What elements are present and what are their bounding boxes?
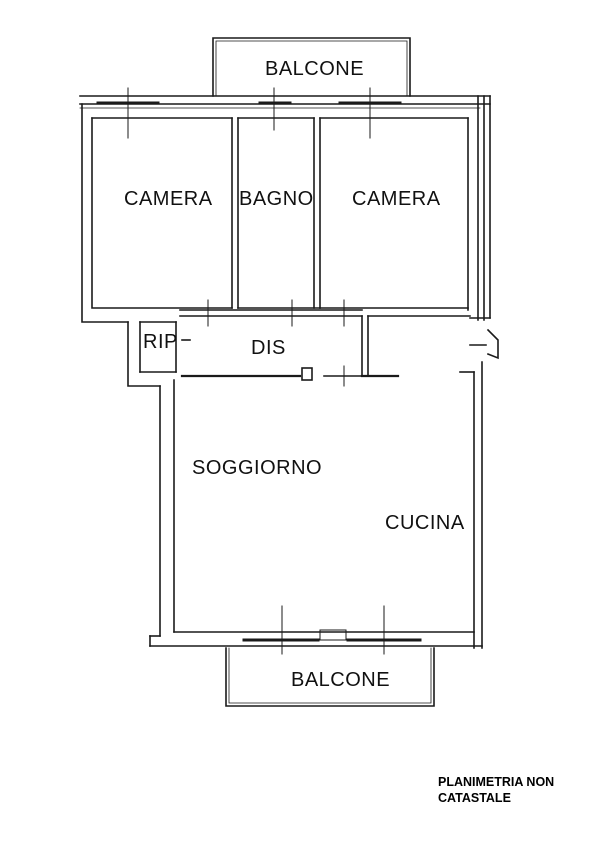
room-label-storage: RIP (143, 331, 178, 353)
room-label-bedroom-right: CAMERA (352, 188, 441, 210)
room-label-bathroom: BAGNO (239, 188, 314, 210)
hallway-walls (179, 309, 471, 381)
plan-disclaimer: PLANIMETRIA NON CATASTALE (438, 774, 598, 806)
top-balcony-outline (212, 37, 411, 97)
living-kitchen-walls (149, 379, 483, 647)
room-label-living: SOGGIORNO (192, 457, 322, 479)
entry-door (469, 328, 499, 360)
room-label-balcony-top: BALCONE (265, 58, 364, 80)
room-label-bedroom-left: CAMERA (124, 188, 213, 210)
exterior-wall-right (459, 95, 491, 649)
bathroom-walls (237, 117, 321, 309)
bottom-window-mullions (281, 605, 385, 655)
room-label-kitchen: CUCINA (385, 512, 465, 534)
plan-disclaimer-line1: PLANIMETRIA NON (438, 775, 555, 789)
bottom-balcony-outline (225, 647, 435, 707)
storage-walls (127, 321, 191, 387)
room-label-hallway: DIS (251, 337, 286, 359)
room-label-balcony-bottom: BALCONE (291, 669, 390, 691)
plan-disclaimer-line2: CATASTALE (438, 791, 511, 805)
top-window-mullions (127, 87, 371, 139)
hallway-doors (207, 299, 345, 387)
bedroom-right-walls (319, 117, 469, 311)
bedroom-left-walls (81, 103, 239, 323)
